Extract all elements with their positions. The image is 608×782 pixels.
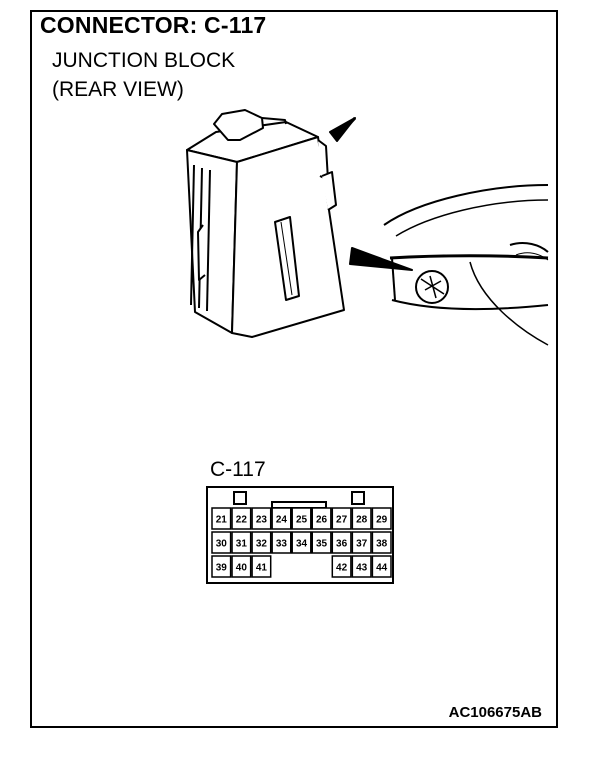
pin-number: 39	[216, 563, 228, 574]
figure-code: AC106675AB	[448, 704, 542, 721]
pin-cell-40	[231, 555, 252, 578]
pin-cell-31	[231, 531, 252, 554]
pin-cell-42	[331, 555, 352, 578]
pin-number: 43	[356, 563, 368, 574]
pin-cell-38	[371, 531, 392, 554]
pin-cell-41	[251, 555, 272, 578]
pin-number: 31	[236, 539, 248, 550]
diagram-frame	[30, 10, 558, 728]
pin-cell-39	[211, 555, 232, 578]
pin-cell-26	[311, 507, 332, 530]
pointer-arrow-lower	[349, 247, 413, 271]
pin-number: 22	[236, 515, 248, 526]
pin-cell-22	[231, 507, 252, 530]
junction-block-tab	[213, 109, 264, 141]
view-label: (REAR VIEW)	[52, 78, 184, 101]
pin-cell-35	[311, 531, 332, 554]
component-name: JUNCTION BLOCK	[52, 49, 236, 72]
pin-number: 26	[316, 515, 328, 526]
pin-number: 37	[356, 539, 368, 550]
pin-cell-44	[371, 555, 392, 578]
pin-cell-33	[271, 531, 292, 554]
pin-cell-24	[271, 507, 292, 530]
pin-number: 30	[216, 539, 228, 550]
pin-cell-30	[211, 531, 232, 554]
pin-number: 38	[376, 539, 388, 550]
connector-latch-right	[351, 491, 365, 505]
pin-cell-43	[351, 555, 372, 578]
pin-number: 36	[336, 539, 348, 550]
pin-cell-29	[371, 507, 392, 530]
pin-number: 28	[356, 515, 368, 526]
connector-title: CONNECTOR: C-117	[40, 12, 267, 38]
pin-cell-21	[211, 507, 232, 530]
pin-cell-28	[351, 507, 372, 530]
pin-cell-32	[251, 531, 272, 554]
connector-label: C-117	[210, 458, 266, 481]
connector-key	[271, 501, 327, 509]
pin-cell-34	[291, 531, 312, 554]
pin-number: 34	[296, 539, 308, 550]
pin-number: 27	[336, 515, 348, 526]
pin-cell-25	[291, 507, 312, 530]
pin-cell-23	[251, 507, 272, 530]
pin-number: 25	[296, 515, 308, 526]
pin-number: 33	[276, 539, 288, 550]
pin-cell-36	[331, 531, 352, 554]
pin-number: 42	[336, 563, 348, 574]
pin-number: 32	[256, 539, 268, 550]
pin-number: 23	[256, 515, 268, 526]
pin-cell-27	[331, 507, 352, 530]
pin-number: 35	[316, 539, 328, 550]
pin-number: 24	[276, 515, 288, 526]
pin-number: 41	[256, 563, 268, 574]
pin-number: 40	[236, 563, 248, 574]
dashboard-outline	[383, 184, 549, 226]
pin-number: 44	[376, 563, 388, 574]
connector-latch-left	[233, 491, 247, 505]
pin-number: 21	[216, 515, 228, 526]
pin-number: 29	[376, 515, 388, 526]
pin-cell-37	[351, 531, 372, 554]
